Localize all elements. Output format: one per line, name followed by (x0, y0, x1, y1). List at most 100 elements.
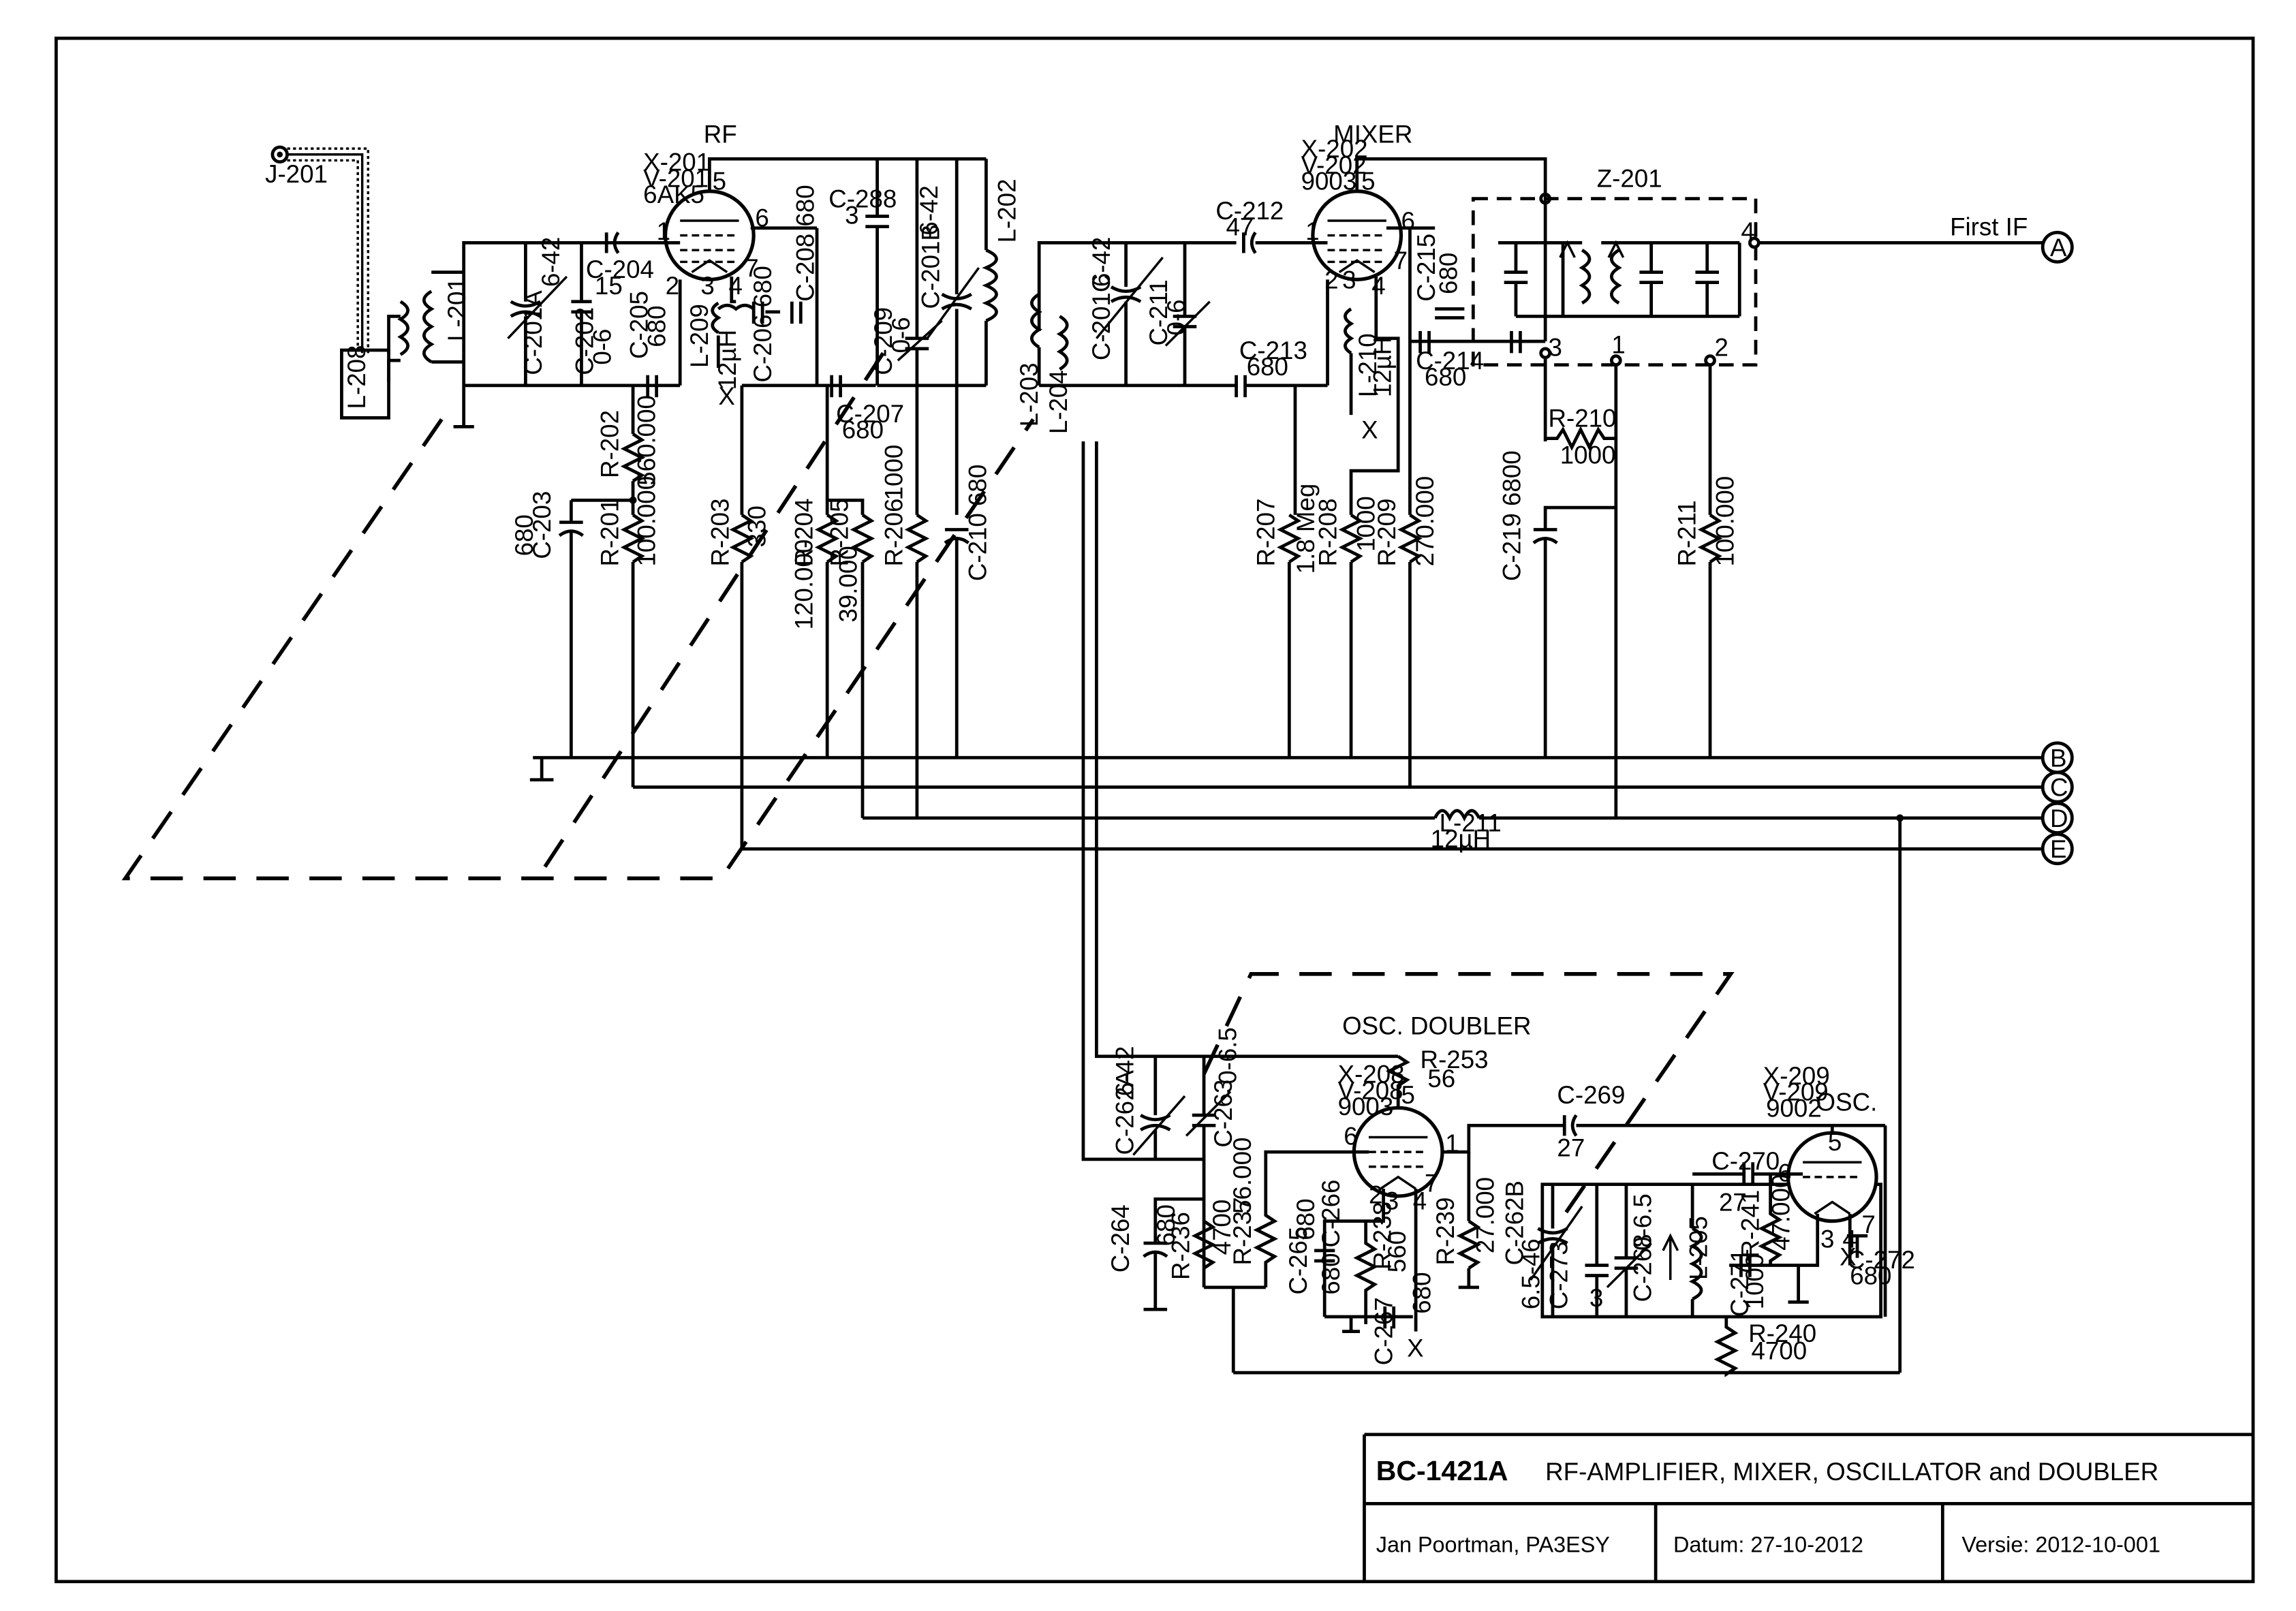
label-r206-value: 1000 (880, 445, 907, 501)
label-r253-value: 56 (1427, 1065, 1455, 1093)
antenna-input: J-201 L-208 (265, 145, 409, 420)
r207-resistor-icon (1277, 513, 1302, 564)
label-c212: C-212 (1215, 197, 1284, 225)
pin-4-z201: 4 (1741, 217, 1754, 245)
c262a-trimmer-arrow-icon (1132, 1095, 1186, 1156)
label-c210: C-210 680 (963, 465, 991, 581)
label-c209-value: 0-6 (887, 317, 915, 353)
label-c265-value: 680 (1292, 1198, 1320, 1240)
l203-coil-icon (1030, 292, 1042, 349)
label-l209: L-209 (685, 304, 713, 368)
connector-e-icon (2041, 832, 2074, 866)
label-r201-value: 100.000 (632, 476, 660, 567)
label-c270-value: 27 (1719, 1189, 1747, 1217)
label-l208: L-208 (343, 345, 371, 409)
pin-7-v201: 7 (745, 254, 758, 282)
label-v209: V-209 (1763, 1078, 1829, 1106)
z201-secondary-coil-icon (1610, 249, 1622, 304)
l205-coil-icon (1688, 1227, 1703, 1301)
pin-6-v209: 6 (1778, 1159, 1791, 1187)
label-r238: R-238 (1368, 1202, 1396, 1270)
label-r205: R-205 (825, 499, 853, 567)
label-c262a: C-262A (1111, 1069, 1138, 1155)
label-r202: R-202 (595, 410, 623, 478)
tube-pin-labels: 1 2 3 4 5 6 7 1 2 3 4 5 6 7 1 2 3 4 5 6 … (657, 168, 1876, 1253)
r240-resistor-icon (1713, 1317, 1739, 1377)
c201a-trimmer-arrow-icon (507, 275, 568, 339)
section-mixer: MIXER (1333, 121, 1412, 148)
label-r209: R-209 (1373, 499, 1401, 567)
label-c212-value: 47 (1226, 213, 1254, 241)
c268-trimmer-arrow-icon (1606, 1242, 1652, 1289)
label-l203: L-203 (1015, 362, 1043, 426)
z201-primary-coil-icon (1579, 249, 1592, 304)
pin-5-v202: 5 (1361, 168, 1375, 195)
label-c211-value: 0-6 (1162, 299, 1190, 335)
label-c273-value: 3 (1589, 1284, 1603, 1312)
label-c211: C-211 (1145, 279, 1173, 345)
c201b-trimmer-arrow-icon (926, 267, 980, 339)
label-6ak5: 6AK5 (643, 181, 704, 208)
label-r203-value: 330 (743, 505, 771, 547)
label-c201a-value: 6-42 (537, 237, 565, 287)
r210-resistor-icon (1545, 426, 1616, 451)
label-r241: R-241 (1736, 1190, 1764, 1258)
label-r208: R-208 (1314, 499, 1341, 567)
pin-6-v208: 6 (1344, 1122, 1357, 1150)
label-r202-value: 560.000 (632, 395, 660, 486)
label-l205: L-205 (1685, 1216, 1713, 1280)
rf-stage: X-201 V-201 6AK5 RF L-201 C-201A 6-42 C-… (422, 121, 1021, 849)
label-connector-b: B (2050, 744, 2066, 772)
label-l211: L-211 (1440, 809, 1502, 836)
label-c267: C-267 (1370, 1297, 1398, 1365)
label-l204: L-204 (1044, 370, 1072, 434)
c262b-trimmer-arrow-icon (1530, 1206, 1583, 1281)
supply-bus: L-211 12µH A B C D E (529, 230, 2074, 1373)
label-c204: C-204 (586, 255, 654, 283)
r211-resistor-icon (1697, 513, 1723, 564)
c263-trimmer-arrow-icon (1185, 1091, 1232, 1137)
pin-3-v208: 3 (1385, 1187, 1399, 1215)
osc-doubler-stage: OSC. DOUBLER X-208 V-208 9003 R-253 56 C… (1081, 441, 1900, 1375)
label-9002: 9002 (1766, 1094, 1822, 1122)
label-r237: R-237 (1228, 1197, 1256, 1265)
label-j201: J-201 (265, 160, 328, 188)
label-c219: C-219 6800 (1498, 450, 1525, 581)
label-c265: C-265 (1284, 1227, 1312, 1295)
l201-coil-icon (422, 290, 435, 364)
r239-resistor-icon (1456, 1219, 1482, 1270)
pin-1-v201: 1 (657, 217, 670, 245)
c201c-trimmer-arrow-icon (1096, 256, 1164, 339)
label-c202: C-202 (571, 307, 599, 375)
title-model: BC-1421A (1376, 1455, 1508, 1486)
label-r201: R-201 (595, 499, 623, 567)
label-c215: C-215 (1412, 234, 1440, 302)
label-c273: C-273 (1545, 1241, 1573, 1309)
label-r204-value: 120.000 (790, 539, 818, 630)
r205-resistor-icon (850, 513, 875, 564)
r241-resistor-icon (1758, 1174, 1783, 1266)
r203-resistor-icon (729, 513, 755, 564)
label-c269-value: 27 (1557, 1134, 1585, 1162)
pin-4-v208: 4 (1413, 1187, 1427, 1215)
label-r209-value: 270.000 (1411, 476, 1439, 567)
r209-resistor-icon (1397, 513, 1423, 564)
label-r204: R-204 (790, 499, 818, 567)
label-r210-value: 1000 (1560, 441, 1616, 469)
c211-trimmer-arrow-icon (1164, 300, 1211, 347)
pin-1-z201: 1 (1611, 330, 1625, 358)
pin-4-v201: 4 (728, 272, 742, 300)
label-c268-value: 0-6.5 (1629, 1193, 1657, 1251)
pin-2-v208: 2 (1369, 1181, 1382, 1209)
label-c263-value: 0-6.5 (1214, 1027, 1242, 1084)
r208-resistor-icon (1338, 513, 1364, 564)
pin-6-v201: 6 (755, 204, 769, 232)
title-description: RF-AMPLIFIER, MIXER, OSCILLATOR and DOUB… (1545, 1458, 2158, 1486)
pin-3-z201: 3 (1548, 334, 1562, 362)
label-9003-osc: 9003 (1338, 1093, 1394, 1121)
pin-2-z201: 2 (1715, 334, 1728, 362)
label-c266-value: 680 (1317, 1253, 1345, 1294)
label-c201a: C-201A (519, 290, 547, 375)
label-r207-value: 1.8 Meg (1292, 484, 1320, 574)
r206-resistor-icon (904, 513, 930, 564)
